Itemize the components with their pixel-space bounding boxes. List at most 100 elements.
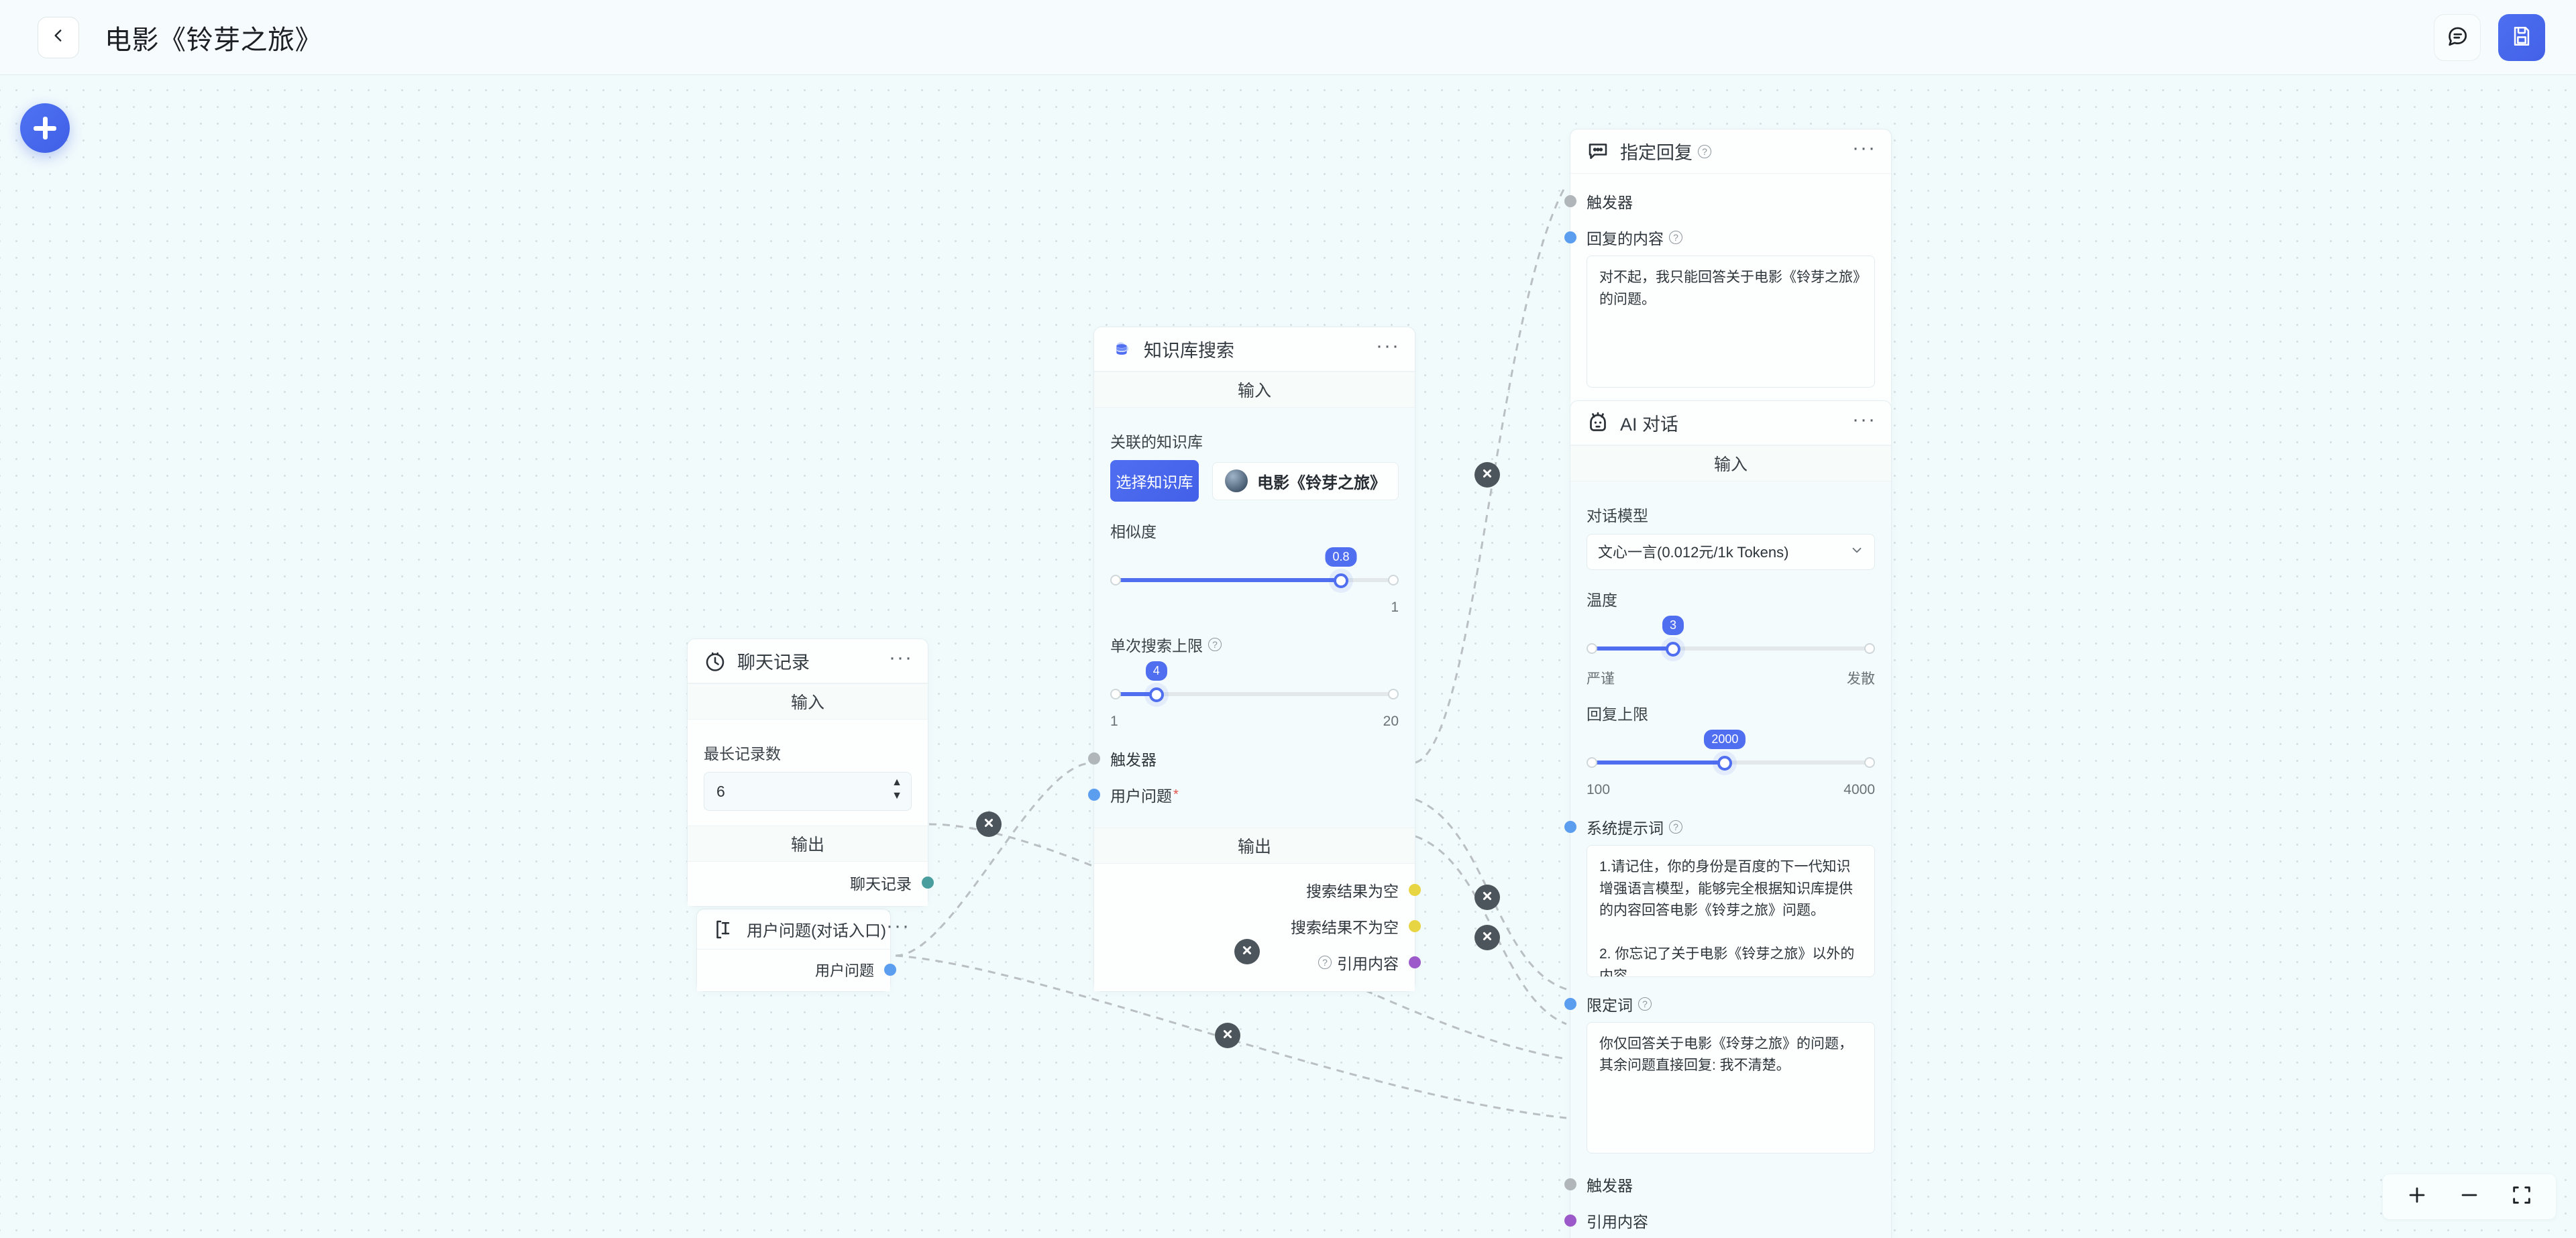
zoom-in-button[interactable] (2406, 1184, 2428, 1210)
port-dot[interactable] (1564, 821, 1576, 833)
port-label: 触发器 (1110, 751, 1157, 769)
port-row[interactable]: 触发器 (1564, 1166, 1875, 1202)
model-select[interactable]: 文心一言(0.012元/1k Tokens) (1587, 534, 1875, 570)
port-dot[interactable] (922, 877, 934, 889)
chat-bubble-icon (2446, 25, 2469, 51)
edge-delete-button[interactable] (976, 811, 1002, 837)
plus-icon (2406, 1184, 2428, 1210)
node-outputs: 聊天记录 (688, 862, 934, 906)
limit-word-textarea[interactable]: 你仅回答关于电影《玲芽之旅》的问题，其余问题直接回复: 我不清楚。 (1587, 1021, 1875, 1154)
node-menu-button[interactable]: ··· (1852, 136, 1876, 159)
port-row[interactable]: 触发器 (1088, 740, 1399, 777)
slider-end-right (1864, 757, 1875, 768)
save-button[interactable] (2498, 14, 2545, 61)
add-node-button[interactable] (20, 103, 70, 153)
stepper-down-icon[interactable]: ▼ (892, 790, 902, 801)
port-dot[interactable] (1564, 1178, 1576, 1191)
close-circle-icon (981, 815, 996, 834)
slider-end-left (1110, 575, 1121, 585)
temperature-label: 温度 (1587, 592, 1617, 609)
reply-limit-slider[interactable]: 2000 (1587, 730, 1875, 778)
similarity-label: 相似度 (1110, 523, 1157, 541)
edge-delete-button[interactable] (1215, 1023, 1240, 1048)
scale-min: 100 (1587, 782, 1611, 797)
edge-delete-button[interactable] (1474, 462, 1500, 488)
port-dot[interactable] (884, 964, 896, 976)
port-row[interactable]: 聊天记录 (704, 867, 934, 898)
temperature-slider[interactable]: 3 (1587, 616, 1875, 664)
port-row[interactable]: 限定词 ? (1564, 986, 1875, 1022)
help-icon[interactable]: ? (1698, 144, 1711, 158)
node-kb-search[interactable]: 知识库搜索 ··· 输入 关联的知识库 选择知识库 电影《铃芽之旅》 相似度 0… (1088, 327, 1421, 992)
edge-delete-button[interactable] (1234, 939, 1260, 964)
back-button[interactable] (38, 16, 79, 58)
node-menu-button[interactable]: ··· (889, 646, 913, 669)
node-fixed-reply[interactable]: 指定回复 ? ··· 触发器 回复的内容 ? 对不起，我只能回答关于电影《铃芽之… (1564, 129, 1892, 406)
port-row[interactable]: 搜索结果不为空 (1110, 908, 1421, 944)
port-dot[interactable] (1409, 884, 1421, 896)
slider-knob[interactable] (1148, 687, 1164, 702)
reply-content-textarea[interactable]: 对不起，我只能回答关于电影《铃芽之旅》的问题。 (1587, 256, 1875, 388)
select-kb-button[interactable]: 选择知识库 (1110, 460, 1199, 502)
node-header[interactable]: 聊天记录 ··· (688, 639, 928, 683)
comments-button[interactable] (2434, 14, 2481, 61)
port-row[interactable]: 系统提示词 ? (1564, 809, 1875, 845)
node-menu-button[interactable]: ··· (1852, 408, 1876, 431)
help-icon[interactable]: ? (1638, 997, 1652, 1011)
port-dot[interactable] (1409, 956, 1421, 968)
node-config: 对话模型 文心一言(0.012元/1k Tokens) 温度 3 严谨 (1564, 482, 1891, 1238)
help-icon[interactable]: ? (1669, 231, 1682, 244)
node-header[interactable]: AI 对话 ··· (1570, 401, 1891, 445)
kb-chip[interactable]: 电影《铃芽之旅》 (1212, 461, 1399, 500)
node-menu-button[interactable]: ··· (885, 914, 910, 937)
search-limit-slider[interactable]: 4 (1110, 661, 1399, 710)
max-records-input[interactable] (704, 772, 912, 811)
port-row[interactable]: 用户问题* (1088, 777, 1399, 813)
minus-icon (2458, 1184, 2481, 1210)
help-icon[interactable]: ? (1669, 820, 1682, 834)
slider-fill (1592, 646, 1673, 651)
flow-canvas[interactable]: 用户问题(对话入口) ··· 用户问题 聊天记录 ··· 输入 最长记录数 (0, 75, 2576, 1238)
node-menu-button[interactable]: ··· (1376, 334, 1400, 357)
stepper-arrows[interactable]: ▲ ▼ (892, 777, 902, 801)
system-prompt-textarea[interactable]: 1.请记住，你的身份是百度的下一代知识增强语言模型，能够完全根据知识库提供的内容… (1587, 845, 1875, 977)
port-row[interactable]: 引用内容 (1564, 1202, 1875, 1238)
port-row[interactable]: 用户问题 (713, 955, 896, 984)
node-title: 知识库搜索 (1144, 341, 1234, 361)
node-header[interactable]: 知识库搜索 ··· (1094, 327, 1415, 372)
model-select-wrap[interactable]: 文心一言(0.012元/1k Tokens) (1587, 534, 1875, 570)
fit-view-button[interactable] (2510, 1184, 2533, 1210)
search-limit-label: 单次搜索上限 ? (1110, 633, 1399, 656)
stepper-up-icon[interactable]: ▲ (892, 777, 902, 788)
slider-knob[interactable] (1334, 573, 1348, 588)
kb-thumbnail-icon (1225, 469, 1248, 492)
port-dot[interactable] (1409, 920, 1421, 932)
help-icon[interactable]: ? (1318, 956, 1332, 969)
max-records-stepper[interactable]: ▲ ▼ (704, 772, 912, 811)
port-label: 引用内容 (1587, 1213, 1648, 1231)
port-row[interactable]: 回复的内容 ? (1564, 219, 1875, 256)
port-label: 回复的内容 (1587, 230, 1664, 247)
node-header[interactable]: 用户问题(对话入口) ··· (697, 909, 909, 950)
port-dot[interactable] (1564, 231, 1576, 243)
edge-delete-button[interactable] (1474, 925, 1500, 950)
port-dot[interactable] (1564, 195, 1576, 207)
port-row[interactable]: 搜索结果为空 (1110, 872, 1421, 908)
node-chat-history[interactable]: 聊天记录 ··· 输入 最长记录数 ▲ ▼ 输出 聊天记录 (687, 638, 934, 907)
close-circle-icon (1480, 466, 1495, 484)
port-label: 用户问题 (1110, 787, 1172, 805)
port-dot[interactable] (1564, 997, 1576, 1010)
node-header[interactable]: 指定回复 ? ··· (1570, 129, 1891, 174)
help-icon[interactable]: ? (1208, 638, 1222, 651)
port-dot[interactable] (1088, 752, 1100, 765)
slider-knob[interactable] (1666, 642, 1680, 657)
slider-knob[interactable] (1717, 756, 1733, 771)
port-dot[interactable] (1088, 789, 1100, 801)
node-user-question[interactable]: 用户问题(对话入口) ··· 用户问题 (696, 909, 909, 992)
node-ai-chat[interactable]: AI 对话 ··· 输入 对话模型 文心一言(0.012元/1k Tokens)… (1564, 400, 1892, 1238)
similarity-slider[interactable]: 0.8 (1110, 547, 1399, 596)
port-row[interactable]: 触发器 (1564, 183, 1875, 219)
zoom-out-button[interactable] (2458, 1184, 2481, 1210)
port-dot[interactable] (1564, 1215, 1576, 1227)
edge-delete-button[interactable] (1474, 885, 1500, 910)
